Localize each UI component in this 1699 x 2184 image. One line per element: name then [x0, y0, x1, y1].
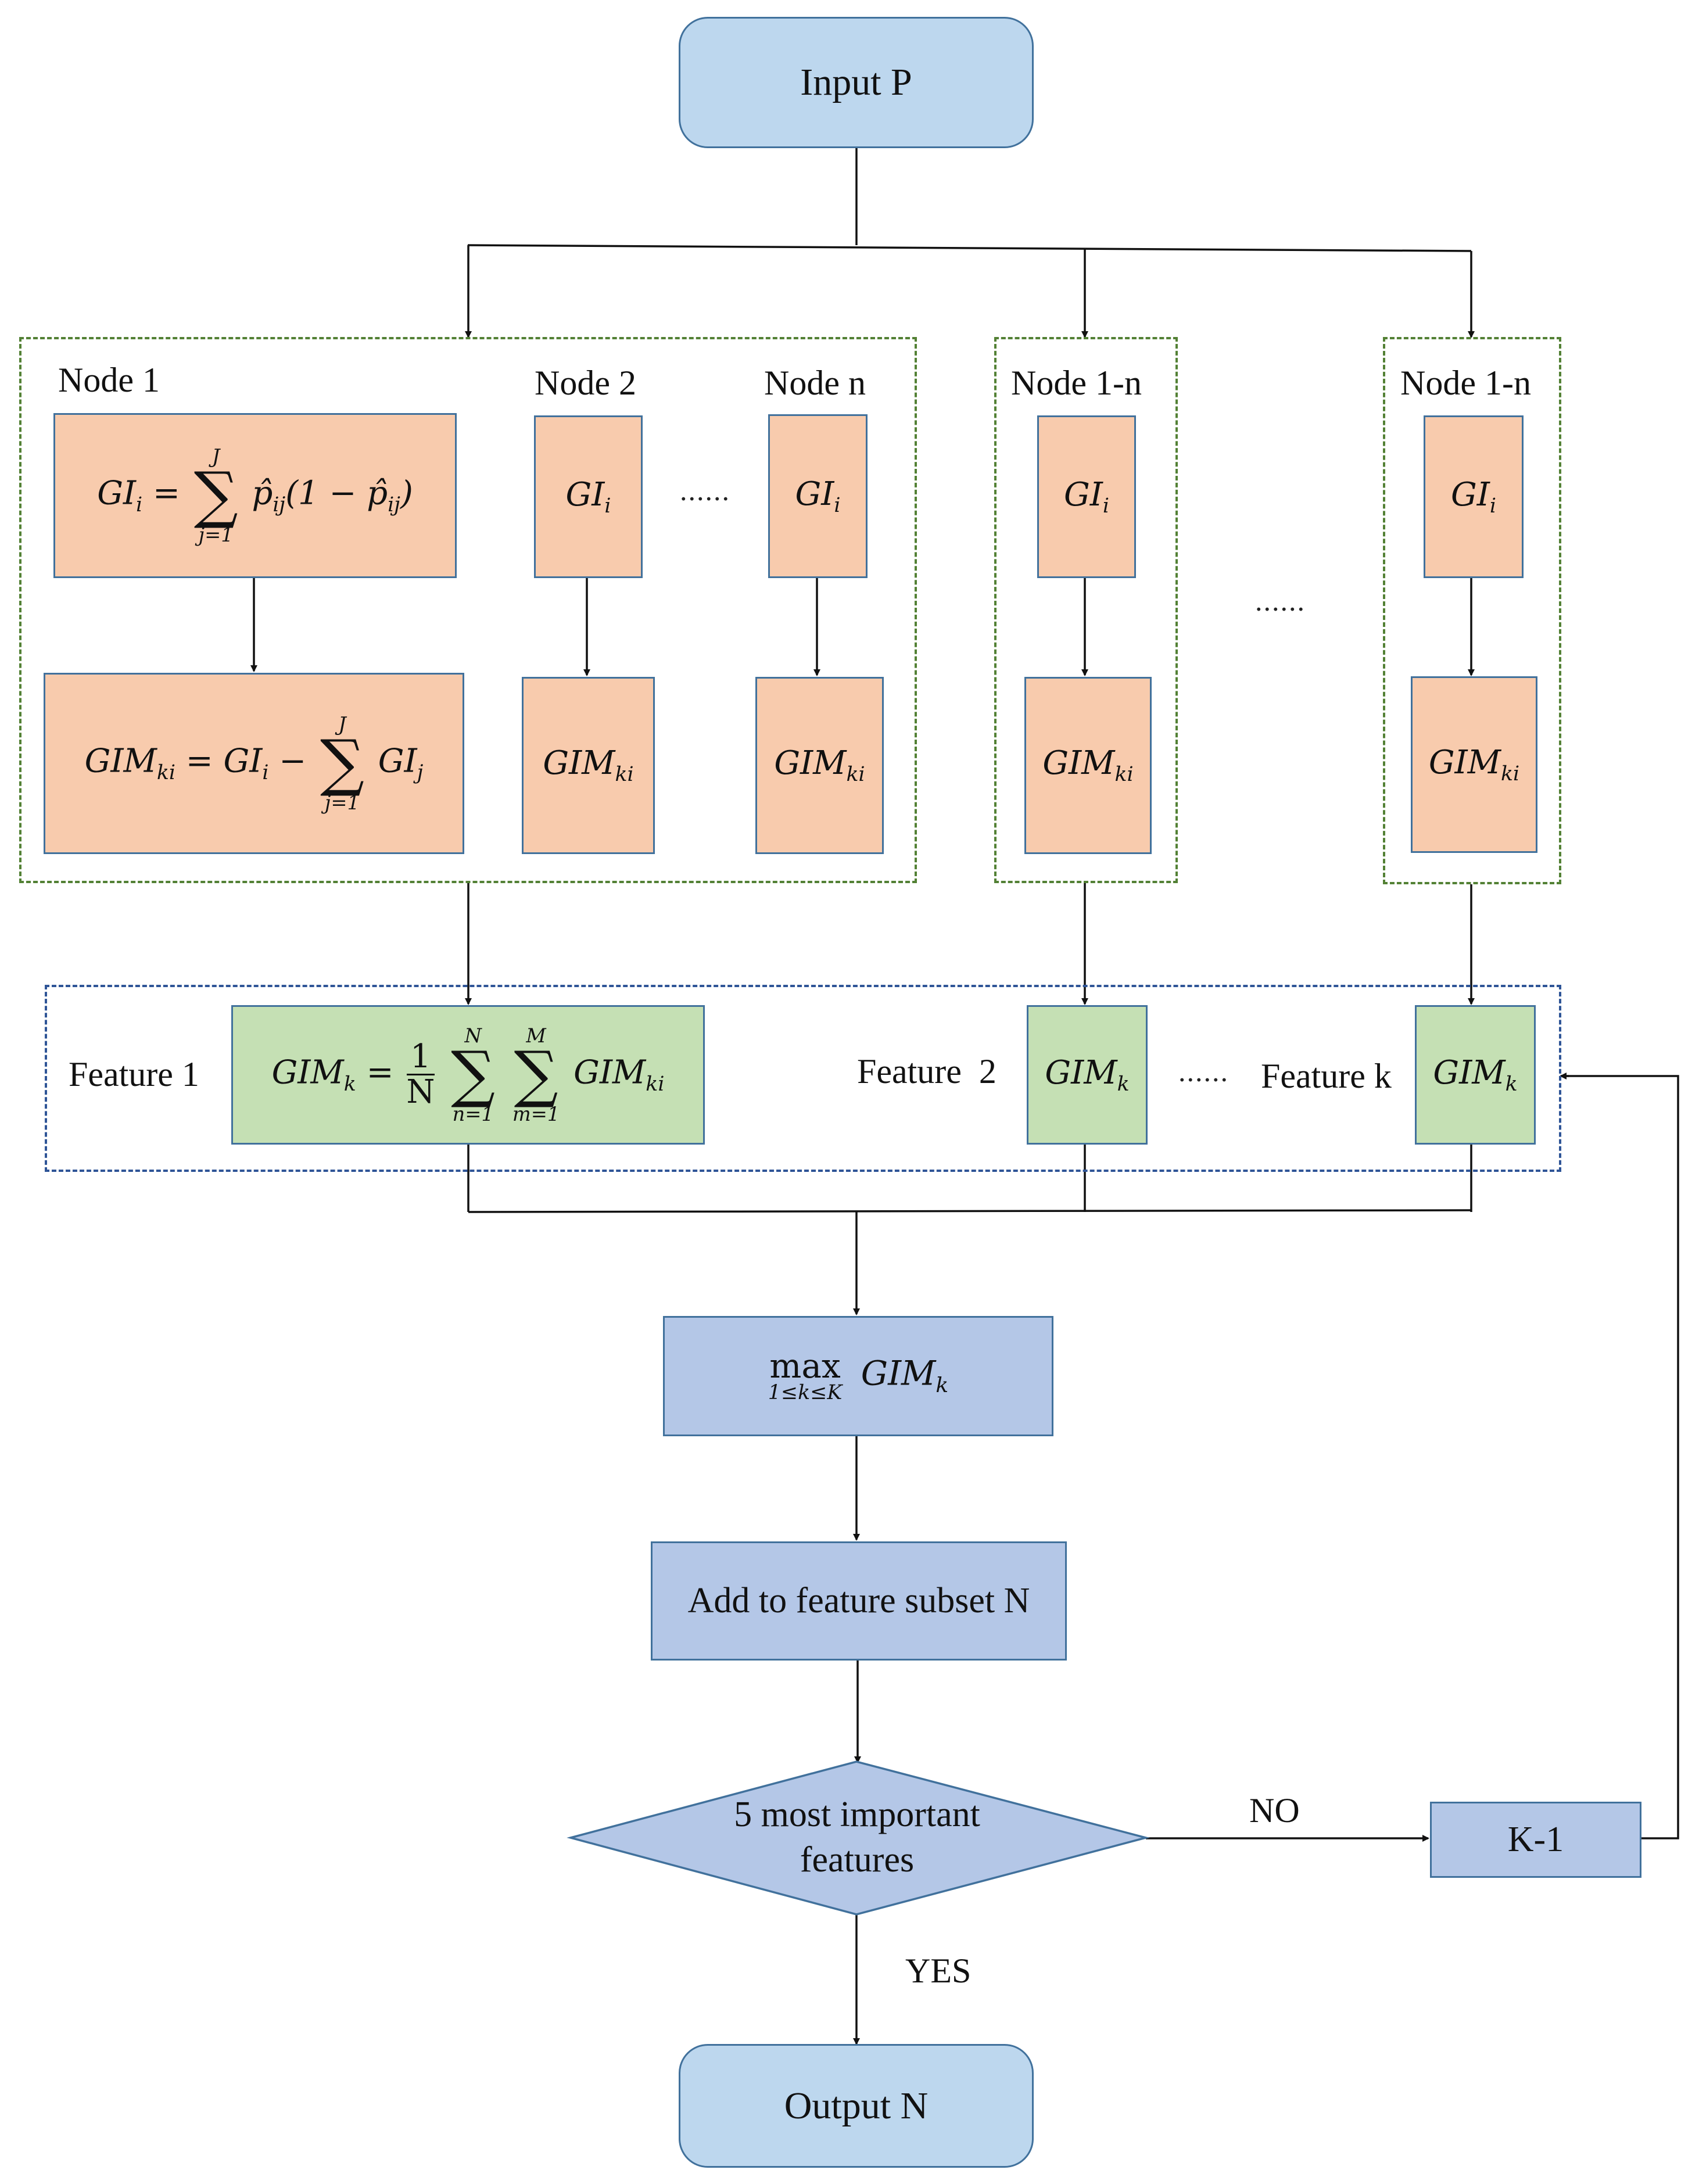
node1n-a-label: Node 1-n [1011, 364, 1142, 402]
node1n-b-label: Node 1-n [1400, 364, 1531, 402]
input-label: Input P [800, 61, 912, 103]
gi-formula-box: GIi = J∑j=1 p̂ij(1 − p̂ij) [53, 413, 457, 578]
noden-gi-box: GIi [768, 414, 868, 578]
wire-loop-back [1561, 1075, 1679, 1839]
feature-group [45, 985, 1561, 1172]
decision-diamond [567, 1760, 1150, 1916]
node2-gi-box: GIi [534, 415, 643, 578]
add-subset-box: Add to feature subset N [651, 1541, 1067, 1661]
group-ellipsis: ...... [1255, 584, 1306, 617]
wire-split-horizontal [467, 244, 1472, 252]
featurek-label: Feature k [1261, 1057, 1392, 1095]
gim-formula: GIMki = GIi − J∑j=1 GIj [84, 712, 424, 814]
feature2-label: Feature 2 [857, 1052, 997, 1091]
node-group-2 [994, 337, 1178, 883]
node1n-b-gim-box: GIMki [1411, 676, 1537, 853]
node-group-1 [19, 337, 917, 883]
k-minus-label: K-1 [1507, 1820, 1564, 1859]
gim-formula-box: GIMki = GIi − J∑j=1 GIj [44, 673, 464, 854]
featurek-box: GIMk [1415, 1005, 1536, 1145]
node2-label: Node 2 [535, 364, 636, 402]
yes-label: YES [905, 1952, 972, 1990]
no-label: NO [1249, 1791, 1300, 1830]
node-group-3 [1383, 337, 1561, 884]
noden-label: Node n [764, 364, 866, 402]
gi-formula: GIi = J∑j=1 p̂ij(1 − p̂ij) [97, 444, 413, 546]
input-box: Input P [679, 17, 1034, 148]
noden-gim-box: GIMki [755, 677, 884, 854]
k-minus-box: K-1 [1430, 1802, 1641, 1878]
feature-ellipsis: ...... [1178, 1055, 1229, 1088]
feature2-box: GIMk [1027, 1005, 1148, 1145]
node1n-b-gi-box: GIi [1424, 415, 1524, 578]
output-label: Output N [784, 2084, 929, 2127]
wire-merge-horizontal [468, 1209, 1472, 1213]
node1n-a-gi-box: GIi [1037, 415, 1136, 578]
node-ellipsis: ...... [680, 474, 730, 507]
output-box: Output N [679, 2044, 1034, 2168]
feature1-label: Feature 1 [69, 1055, 199, 1093]
add-subset-label: Add to feature subset N [687, 1581, 1030, 1620]
node2-gim-box: GIMki [522, 677, 655, 854]
node1-label: Node 1 [58, 361, 160, 399]
node1n-a-gim-box: GIMki [1024, 677, 1152, 854]
decision-label: 5 most important features [734, 1795, 980, 1880]
